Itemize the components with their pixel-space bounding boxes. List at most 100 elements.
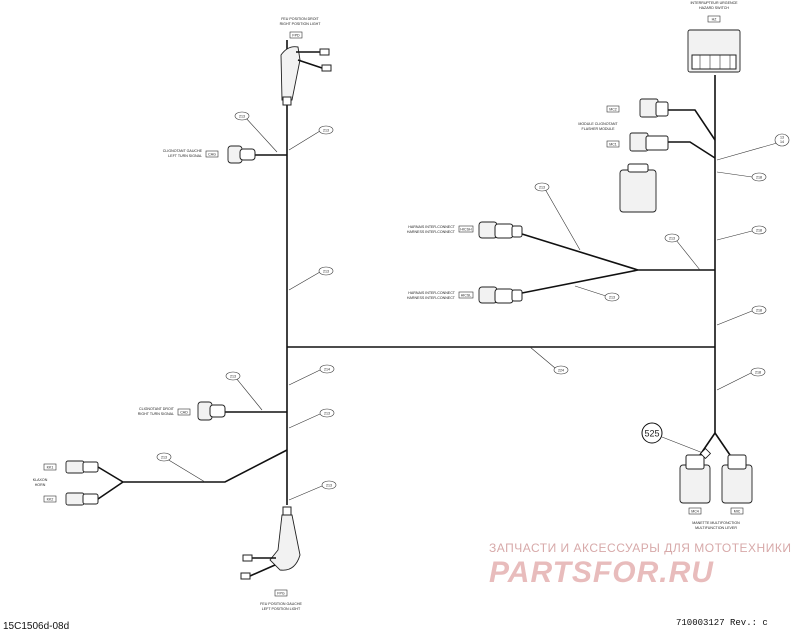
splice-marker bbox=[699, 447, 712, 460]
harness-2-label-fr: HARNAIS INTER-CONNECT bbox=[408, 291, 456, 295]
wire-group bbox=[97, 40, 731, 505]
watermark-logo: PARTSFOR.RU bbox=[489, 556, 714, 589]
left-position-light-leads bbox=[249, 557, 276, 577]
callout-16: 218 bbox=[756, 308, 762, 312]
flasher-tag-box-1 bbox=[606, 105, 620, 113]
hazard-switch-label-en: HAZARD SWITCH bbox=[699, 6, 729, 10]
horn-tag-box-2 bbox=[43, 495, 57, 503]
hazard-switch: INTERRUPTEUR URGENCE HAZARD SWITCH HZ bbox=[687, 1, 741, 73]
multifunction-plug-2 bbox=[727, 454, 747, 470]
callout-8: 213 bbox=[326, 483, 332, 487]
multifunction-connector-1 bbox=[679, 464, 711, 504]
flasher-module: MC2 MC1 MODULE CLIGNOTANT FLASHER MODULE bbox=[578, 98, 669, 213]
callout-6: 213 bbox=[324, 411, 330, 415]
right-position-light-leads bbox=[296, 51, 323, 69]
callout-17: 218 bbox=[755, 370, 761, 374]
flasher-connector-2 bbox=[629, 132, 649, 152]
horn-connector-2 bbox=[65, 492, 85, 506]
multifunction-lever: MC4 MIC MANETTE MULTIFONCTION MULTIFUNCT… bbox=[679, 454, 753, 530]
callout-bubble-14 bbox=[751, 172, 767, 182]
multifunction-tag-2: MIC bbox=[734, 510, 741, 514]
callout-leader-1 bbox=[244, 116, 278, 153]
left-turn-signal-connector bbox=[239, 148, 256, 161]
callout-bubble-4 bbox=[225, 371, 241, 381]
callout-leader-4 bbox=[235, 377, 263, 411]
big-callout: 525 bbox=[644, 429, 659, 439]
horn-connector-1 bbox=[65, 460, 85, 474]
callout-15: 218 bbox=[756, 228, 762, 232]
revision-label: 710003127 Rev.: c bbox=[676, 618, 768, 628]
harness-interconnect-2: HICSL HARNAIS INTER-CONNECT HARNESS INTE… bbox=[407, 286, 523, 304]
harness-2-body bbox=[494, 288, 514, 304]
callout-bubble-3 bbox=[318, 266, 334, 276]
callout-bubble-1 bbox=[234, 111, 250, 121]
right-position-light-tag: FPD bbox=[292, 34, 300, 38]
callout-bubble-2 bbox=[318, 125, 334, 135]
left-position-light-label-en: LEFT POSITION LIGHT bbox=[262, 607, 301, 611]
callout-14: 218 bbox=[756, 175, 762, 179]
callout-bubble-15 bbox=[751, 225, 767, 235]
callout-leader-8 bbox=[288, 485, 323, 501]
horn-tag-box-1 bbox=[43, 463, 57, 471]
harness-1-label-en: HARNESS INTER-CONNECT bbox=[407, 230, 456, 234]
flasher-plug-2 bbox=[645, 135, 669, 151]
callout-bubble-17 bbox=[750, 367, 766, 377]
right-position-light-terminal-1 bbox=[319, 48, 330, 56]
harness-2-housing bbox=[478, 286, 498, 304]
callout-bubble-6 bbox=[319, 408, 335, 418]
flasher-tag-2: MC1 bbox=[609, 143, 617, 147]
horn-label-en: HORN bbox=[35, 483, 46, 487]
callout-7: 213 bbox=[161, 455, 167, 459]
horn-tag-1: KK1 bbox=[47, 466, 54, 470]
harness-2-tag: HICSL bbox=[461, 294, 472, 298]
callout-leader-15 bbox=[716, 230, 753, 241]
harness-2-plug bbox=[511, 289, 523, 302]
callout-13-a: 13 bbox=[780, 136, 784, 140]
callouts: 213 213 213 213 214 213 213 213 213 213 … bbox=[156, 111, 790, 501]
left-position-light-tag-box bbox=[274, 589, 288, 597]
callout-1: 213 bbox=[239, 114, 245, 118]
harness-interconnect-1: HICSH HARNAIS INTER-CONNECT HARNESS INTE… bbox=[407, 221, 523, 239]
callout-3: 213 bbox=[323, 269, 329, 273]
multifunction-tag-1: MC4 bbox=[691, 510, 699, 514]
callout-bubble-16 bbox=[751, 305, 767, 315]
callout-13-b: 14 bbox=[780, 140, 784, 144]
fog-light-right: FEU POSITION DROIT RIGHT POSITION LIGHT … bbox=[280, 17, 332, 106]
left-position-light-label-fr: FEU POSITION GAUCHE bbox=[260, 602, 302, 606]
flasher-wires bbox=[668, 109, 716, 159]
flasher-label-fr: MODULE CLIGNOTANT bbox=[578, 122, 618, 126]
callout-bubble-13 bbox=[774, 133, 790, 147]
diagram-id: 15C1506d-08d bbox=[3, 621, 70, 632]
harness-1-tag: HICSH bbox=[460, 228, 472, 232]
fog-light-left: FPG FEU POSITION GAUCHE LEFT POSITION LI… bbox=[240, 506, 302, 611]
right-turn-signal-connector bbox=[209, 404, 226, 418]
flasher-connector-1 bbox=[639, 98, 659, 118]
left-position-light-plug bbox=[282, 506, 292, 516]
horn-label-fr: KLAXON bbox=[33, 478, 48, 482]
right-turn-signal-label-en: RIGHT TURN SIGNAL bbox=[138, 412, 174, 416]
multifunction-label-fr: MANETTE MULTIFONCTION bbox=[692, 521, 740, 525]
multifunction-connector-2 bbox=[721, 464, 753, 504]
left-turn-signal-tag-box bbox=[205, 150, 219, 158]
callout-leader-12 bbox=[529, 346, 556, 369]
turn-signal-right: CAD CLIGNOTANT DROIT RIGHT TURN SIGNAL bbox=[138, 401, 226, 421]
flasher-plug-1 bbox=[655, 101, 669, 117]
turn-signal-left: CAG CLIGNOTANT GAUCHE LEFT TURN SIGNAL bbox=[163, 145, 256, 164]
harness-2-tag-box bbox=[458, 291, 474, 299]
horn: KK1 KK2 KLAXON HORN bbox=[33, 460, 99, 506]
left-position-light-tag: FPG bbox=[277, 592, 285, 596]
callout-leader-7 bbox=[166, 458, 206, 483]
left-turn-signal-tag: CAG bbox=[208, 153, 216, 157]
callout-leader-17 bbox=[716, 372, 752, 391]
callout-leader-6 bbox=[288, 413, 321, 429]
harness-2-label-en: HARNESS INTER-CONNECT bbox=[407, 296, 456, 300]
callout-leader-3 bbox=[288, 271, 321, 291]
callout-5: 214 bbox=[324, 367, 330, 371]
callout-4: 213 bbox=[230, 374, 236, 378]
callout-leader-9 bbox=[544, 188, 581, 251]
big-callout-circle bbox=[641, 422, 663, 444]
callout-leader-2 bbox=[288, 130, 321, 151]
callout-9: 213 bbox=[539, 185, 545, 189]
harness-1-tag-box bbox=[458, 225, 474, 233]
